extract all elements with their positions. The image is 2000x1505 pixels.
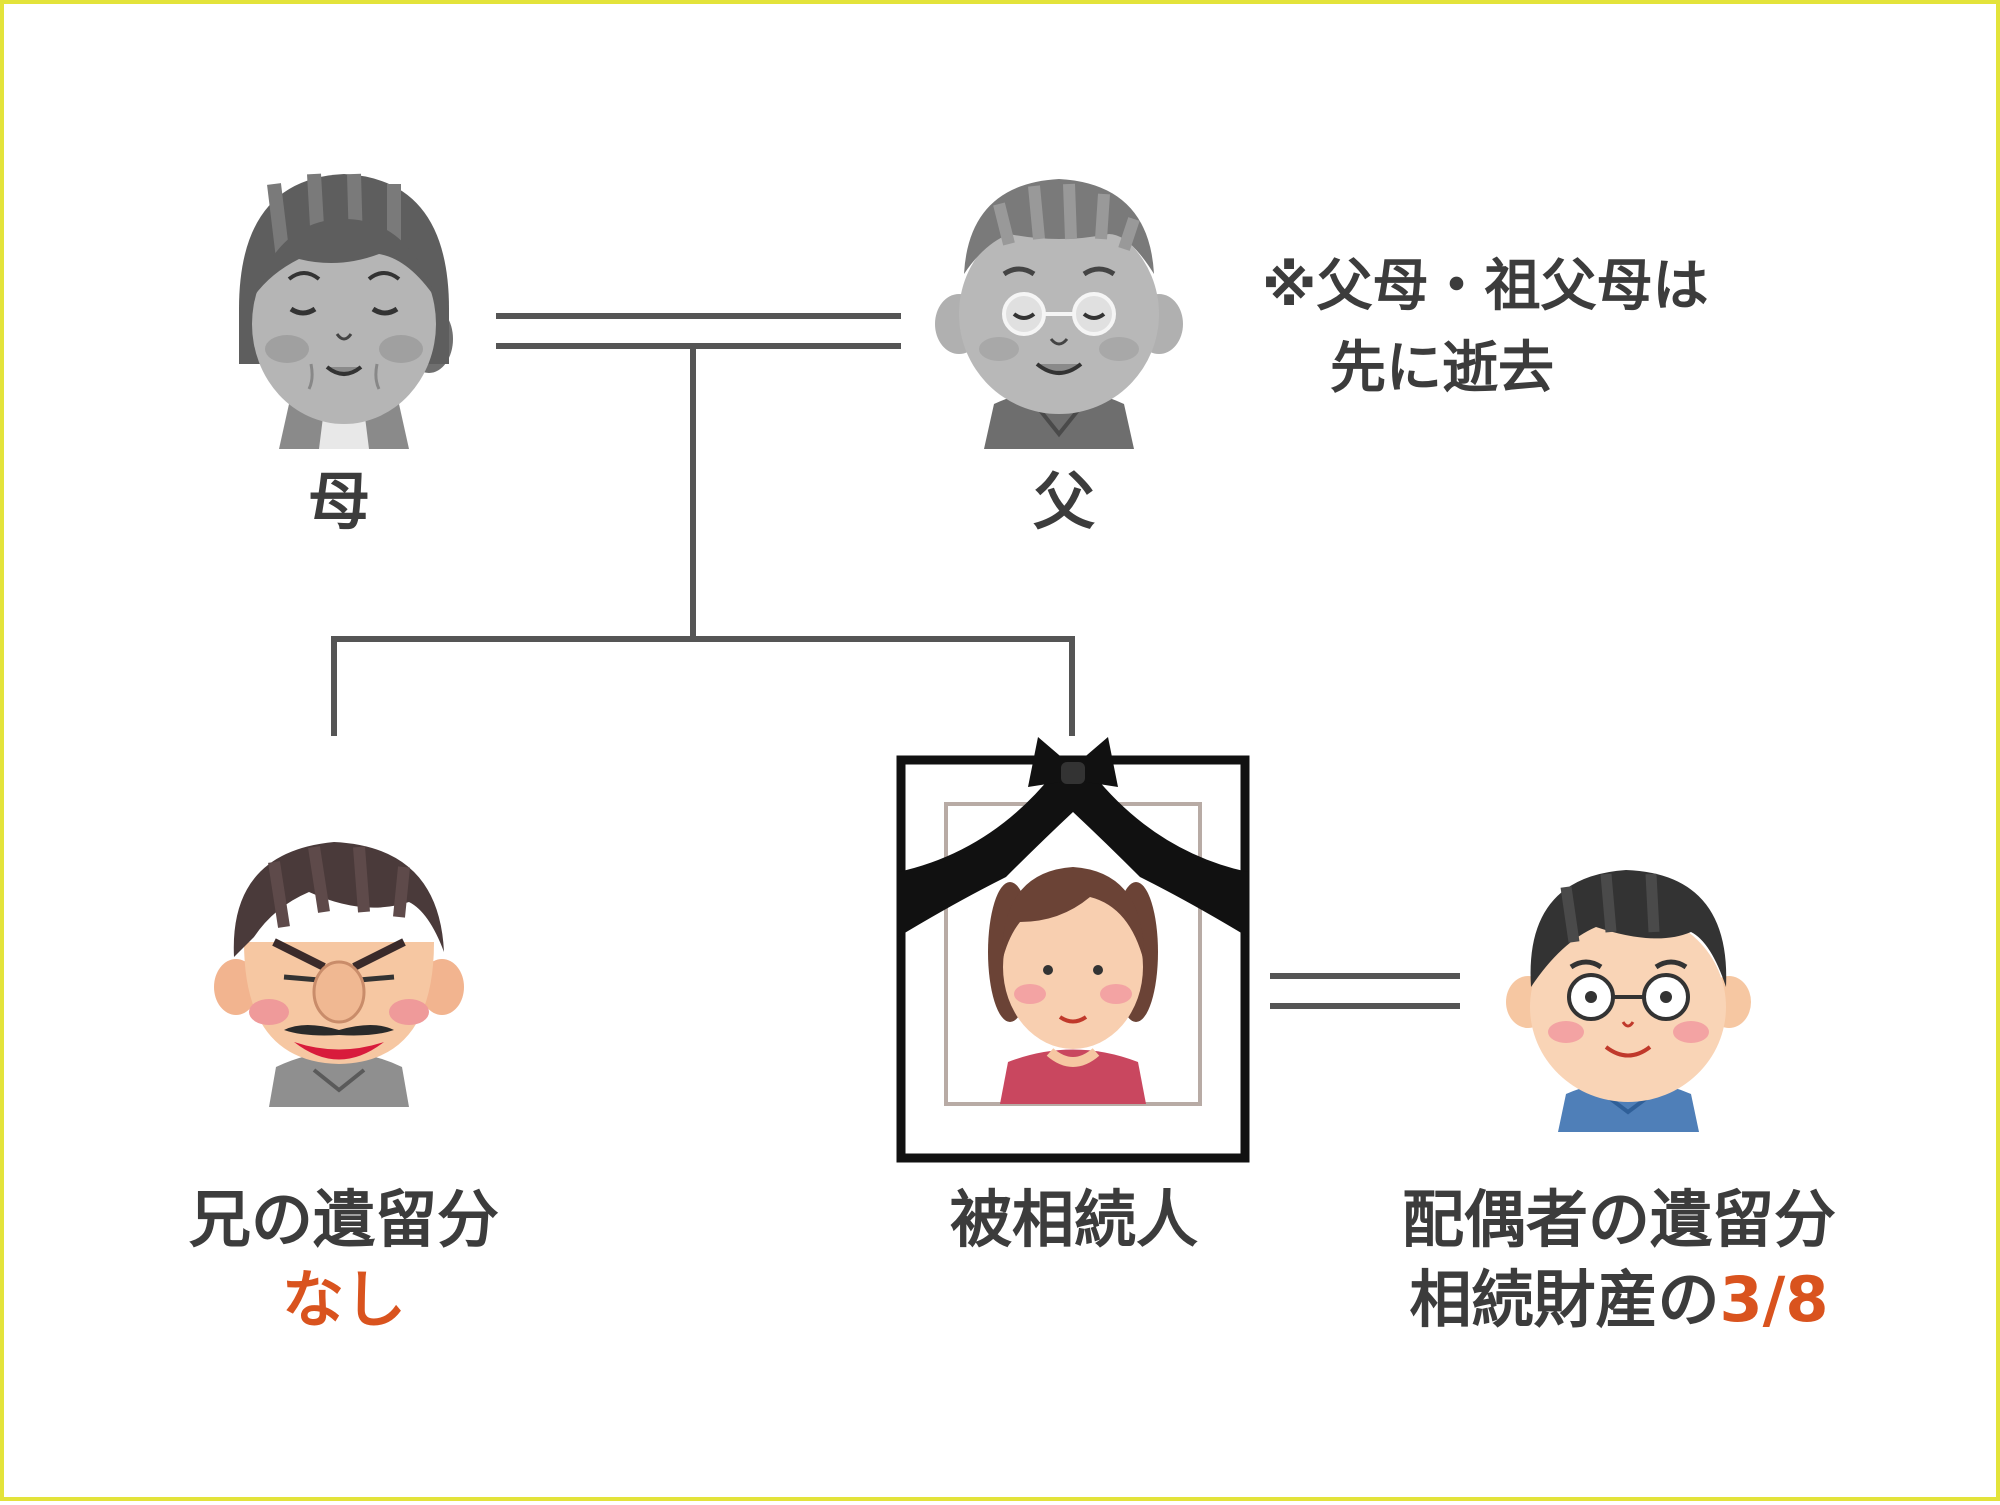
note-line-1: ※父母・祖父母は — [1262, 254, 1709, 319]
note-text: ※父母・祖父母は 先に逝去 — [1262, 246, 1708, 410]
deceased-label: 被相続人 — [949, 1183, 1198, 1256]
memorial-portrait-icon — [896, 737, 1250, 1163]
angry-man-icon — [214, 842, 464, 1107]
note-line-2: 先に逝去 — [1330, 336, 1554, 401]
connector-lines — [331, 313, 1460, 1009]
father-label: 父 — [1032, 465, 1095, 538]
spouse-label: 配偶者の遺留分 — [1401, 1183, 1836, 1256]
spouse-share-value: 3/8 — [1719, 1263, 1829, 1336]
grandmother-icon — [239, 173, 453, 449]
man-with-glasses-icon — [1506, 870, 1751, 1132]
mother-label: 母 — [307, 465, 370, 538]
spouse-share-prefix: 相続財産の — [1409, 1263, 1720, 1336]
brother-share: なし — [281, 1263, 406, 1336]
spouse-share: 相続財産の3/8 — [1359, 1269, 1879, 1331]
brother-label: 兄の遺留分 — [188, 1183, 499, 1256]
grandfather-icon — [935, 179, 1183, 449]
